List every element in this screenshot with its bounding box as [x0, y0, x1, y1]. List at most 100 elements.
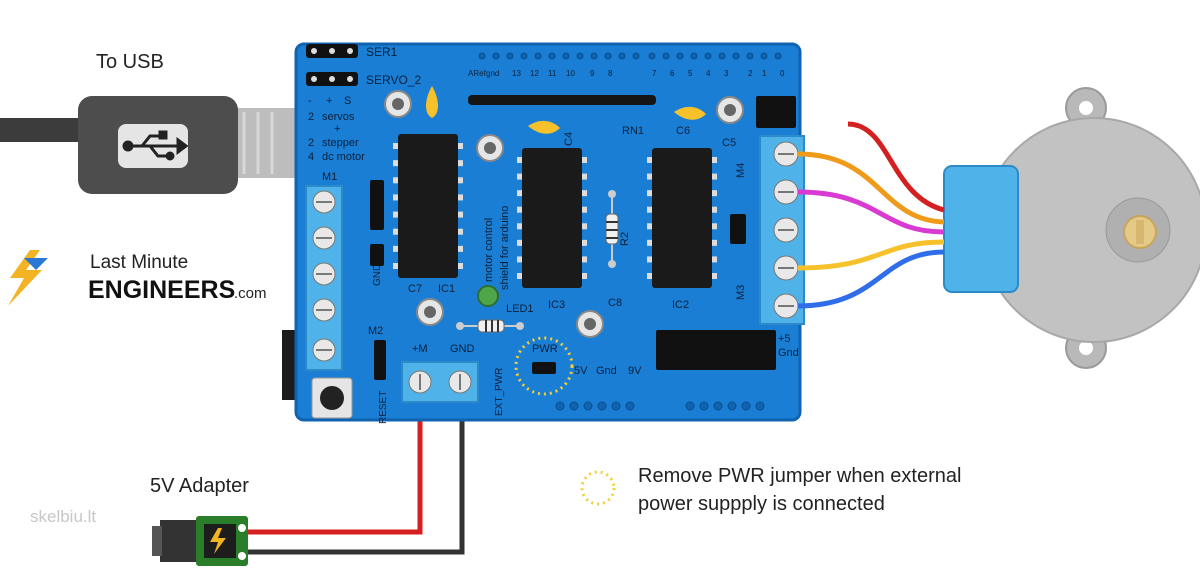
ic-pin	[517, 173, 522, 180]
ic-pin	[458, 160, 463, 167]
round-capacitors	[384, 90, 744, 338]
ic-chips	[398, 134, 712, 288]
v5-label: 5V	[574, 365, 588, 377]
header-strip	[468, 95, 656, 105]
digital-pin-label: 6	[670, 69, 675, 78]
motor-connector-housing	[943, 165, 1019, 293]
pwr-jumper[interactable]	[532, 362, 556, 374]
ic1-label: IC1	[438, 283, 455, 295]
ser1-label: SER1	[366, 45, 398, 59]
digital-pin-label: 9	[590, 69, 595, 78]
shield-text-line1: motor control	[483, 218, 495, 282]
m2-label: M2	[368, 325, 383, 337]
digital-pin-label: 8	[608, 69, 613, 78]
c4-label: C4	[563, 132, 575, 146]
ic-pin	[712, 223, 717, 230]
ic-pin	[647, 273, 652, 279]
ic-pin	[582, 223, 587, 230]
digital-pin-label: ARef	[468, 69, 487, 78]
legend-plus: +	[326, 95, 332, 107]
ic-pin	[517, 273, 522, 279]
legend-servos-n: 2	[308, 111, 314, 123]
reset-pin-holes	[374, 340, 386, 380]
digital-pin-label: 13	[512, 69, 521, 78]
ic3-label: IC3	[548, 299, 565, 311]
v9-label: 9V	[628, 365, 642, 377]
ic-pin	[517, 223, 522, 230]
legend-plus2: +	[334, 123, 340, 135]
digital-pin-holes	[478, 52, 782, 60]
usb-cable	[0, 96, 300, 194]
ic-pin	[393, 228, 398, 235]
r2-label: R2	[619, 232, 631, 246]
m1-label: M1	[322, 171, 337, 183]
logo-line2: ENGINEERS	[88, 276, 235, 304]
ic-pin	[582, 190, 587, 197]
watermark-text: skelbiu.lt	[30, 507, 96, 526]
wire-black-ground	[246, 398, 465, 555]
top-header-pins	[306, 44, 358, 86]
digital-pin-label: 10	[566, 69, 575, 78]
ic-pin	[582, 157, 587, 163]
c5-label: C5	[722, 137, 736, 149]
ic-pin	[517, 190, 522, 197]
note-line2: power suppply is connected	[638, 493, 885, 515]
led-indicator	[477, 285, 499, 307]
wire-pink	[797, 189, 945, 235]
terminal-block-m3-m4	[759, 135, 805, 325]
digital-pin-label: gnd	[486, 69, 499, 78]
pwr-label: PWR	[532, 343, 558, 355]
shield-text-line2: shield for arduino	[499, 206, 511, 290]
ic-pin	[517, 239, 522, 246]
stepper-motor	[943, 87, 1200, 369]
note-line1: Remove PWR jumper when external	[638, 465, 961, 487]
ic-pin	[582, 273, 587, 279]
rn1-label: RN1	[622, 125, 644, 137]
reset-button[interactable]	[311, 377, 353, 419]
bottom-pin-holes	[555, 401, 765, 411]
ic-pin	[582, 206, 587, 213]
ic-pin	[712, 206, 717, 213]
digital-pin-label: 11	[548, 69, 557, 78]
ic-pin	[458, 263, 463, 269]
led1-label: LED1	[506, 303, 534, 315]
usb-cable-cord	[0, 118, 90, 142]
legend-dc-n: 4	[308, 151, 314, 163]
ic-pin	[517, 206, 522, 213]
legend-minus: -	[308, 95, 312, 107]
digital-pin-label: 12	[530, 69, 539, 78]
ic-pin	[582, 173, 587, 180]
plus-m-label: +M	[412, 343, 428, 355]
ic-pin	[582, 239, 587, 246]
ic-pin	[393, 194, 398, 201]
gnd-label: GND	[450, 343, 475, 355]
ic-pin	[647, 256, 652, 263]
ic-pin	[647, 223, 652, 230]
ic-pin	[712, 173, 717, 180]
logo: Last Minute ENGINEERS .com	[8, 250, 267, 306]
ic-pin	[712, 157, 717, 163]
ic-pin	[712, 190, 717, 197]
logo-suffix: .com	[234, 285, 267, 302]
ic-pin	[517, 157, 522, 163]
ceramic-capacitors	[426, 86, 706, 134]
digital-pin-label: 3	[724, 69, 729, 78]
power-bolt-icon	[210, 528, 226, 554]
ic2-label: IC2	[672, 299, 689, 311]
legend-servos: servos	[322, 111, 355, 123]
ic-pin	[393, 245, 398, 252]
note-ring-icon	[580, 470, 616, 506]
digital-pin-label: 0	[780, 69, 785, 78]
led-resistor	[456, 319, 524, 333]
ic-pin	[393, 211, 398, 218]
ic-pins	[393, 143, 717, 279]
wire-blue	[797, 249, 945, 309]
wire-orange	[797, 151, 945, 225]
legend-dc: dc motor	[322, 151, 365, 163]
digital-pin-label: 2	[748, 69, 753, 78]
wire-red-power	[246, 398, 423, 535]
usb-connector-metal	[238, 108, 300, 178]
ic-pin	[582, 256, 587, 263]
usb-icon	[122, 130, 189, 161]
